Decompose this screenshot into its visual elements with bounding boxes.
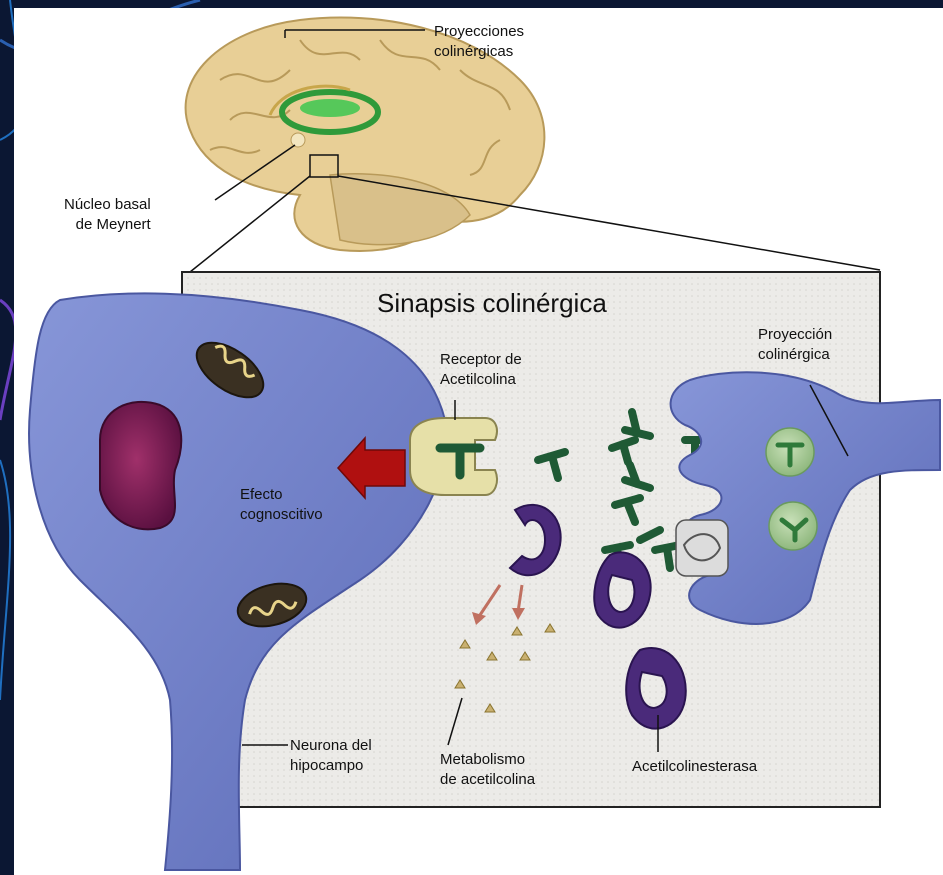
label-proyecciones-colinergicas: Proyecciones colinérgicas: [434, 22, 524, 62]
label-receptor: Receptor de Acetilcolina: [440, 350, 522, 390]
label-efecto-cognoscitivo: Efecto cognoscitivo: [240, 485, 323, 525]
label-acetilcolinesterasa: Acetilcolinesterasa: [632, 757, 757, 777]
label-proyeccion-colinergica: Proyección colinérgica: [758, 325, 832, 365]
diagram-title: Sinapsis colinérgica: [377, 288, 607, 318]
label-nucleo-basal: Núcleo basal de Meynert: [64, 195, 151, 235]
label-neurona-hipocampo: Neurona del hipocampo: [290, 736, 372, 776]
zoom-line: [190, 176, 310, 272]
label-metabolismo: Metabolismo de acetilcolina: [440, 750, 535, 790]
